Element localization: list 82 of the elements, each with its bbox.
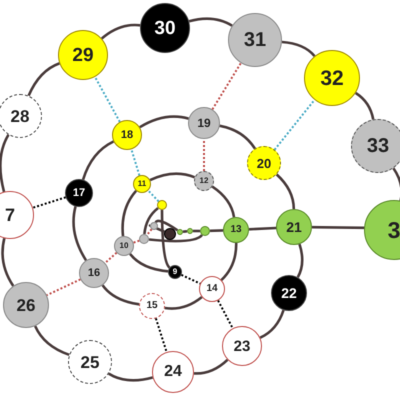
dotted-line: [180, 274, 201, 284]
dotted-line: [32, 196, 66, 209]
connector-line: [139, 115, 189, 128]
numbered-circle: 16: [79, 258, 109, 288]
numbered-circle: 21: [276, 209, 312, 245]
connector-line: [160, 210, 170, 268]
connector-line: [312, 226, 364, 230]
numbered-circle: 31: [228, 13, 282, 67]
connector-line: [193, 230, 200, 232]
numbered-circle: 7: [0, 191, 34, 239]
circle-node: [157, 200, 167, 210]
dotted-line: [46, 278, 81, 296]
connector-line: [154, 220, 178, 232]
numbered-circle: 11: [133, 175, 151, 193]
connector-line: [276, 173, 296, 210]
connector-line: [82, 140, 114, 180]
numbered-circle: 17: [65, 179, 93, 207]
numbered-circle: 20: [247, 146, 281, 180]
connector-line: [164, 296, 203, 310]
numbered-circle: 30: [140, 3, 190, 53]
circle-node: [164, 228, 176, 240]
circle-node: [150, 222, 158, 230]
connector-line: [150, 172, 196, 182]
numbered-circle: 10: [114, 236, 134, 256]
numbered-circle: 19: [188, 107, 220, 139]
connector-line: [27, 62, 60, 96]
connector-line: [392, 168, 400, 201]
connector-line: [102, 284, 140, 306]
numbered-circle: 15: [139, 293, 165, 319]
numbered-circle: 18: [112, 120, 142, 150]
connector-line: [248, 226, 276, 231]
connector-line: [149, 224, 165, 233]
dotted-line: [212, 62, 242, 110]
connector-line: [143, 207, 159, 234]
numbered-circle: 13: [223, 217, 249, 243]
circle-node: [200, 226, 210, 236]
dotted-line: [104, 252, 118, 264]
dotted-line: [130, 149, 140, 176]
numbered-circle: 32: [304, 50, 360, 106]
dotted-line: [274, 99, 316, 150]
numbered-circle: 26: [3, 282, 49, 328]
connector-line: [1, 238, 14, 287]
numbered-circle: 25: [68, 340, 112, 384]
connector-line: [182, 230, 188, 233]
connector-line: [260, 310, 285, 339]
numbered-circle: 12: [194, 171, 214, 191]
dotted-line: [94, 76, 121, 122]
dotted-line: [146, 228, 152, 236]
connector-line: [296, 244, 304, 278]
numbered-circle: 33: [351, 119, 400, 173]
dotted-line: [133, 240, 140, 244]
connector-line: [108, 372, 154, 382]
connector-line: [72, 206, 88, 261]
dotted-line: [203, 139, 205, 171]
connector-line: [282, 40, 316, 57]
numbered-circle: 28: [0, 94, 42, 138]
circle-node: [177, 229, 183, 235]
connector-line: [354, 92, 374, 120]
connector-line: [210, 229, 224, 232]
connector-line: [0, 134, 10, 192]
circle-node: [187, 228, 193, 234]
connector-line: [219, 124, 256, 150]
numbered-circle: 3: [364, 200, 400, 260]
dotted-line: [147, 190, 160, 202]
connector-line: [121, 190, 138, 236]
numbered-circle: 22: [271, 275, 307, 311]
numbered-circle: 9: [168, 265, 182, 279]
connector-line: [188, 17, 233, 27]
numbered-circle: 14: [199, 276, 225, 302]
connector-line: [100, 24, 140, 40]
connector-line: [220, 242, 238, 282]
connector-line: [194, 358, 228, 375]
numbered-circle: 24: [152, 351, 194, 393]
connector-line: [212, 186, 236, 218]
dotted-line: [217, 300, 234, 329]
connector-line: [34, 326, 70, 356]
numbered-circle: 23: [222, 326, 262, 366]
connector-line: [129, 253, 168, 273]
dotted-line: [154, 318, 168, 352]
connector-line: [148, 234, 203, 242]
numbered-circle: 29: [58, 30, 108, 80]
circle-node: [139, 234, 149, 244]
